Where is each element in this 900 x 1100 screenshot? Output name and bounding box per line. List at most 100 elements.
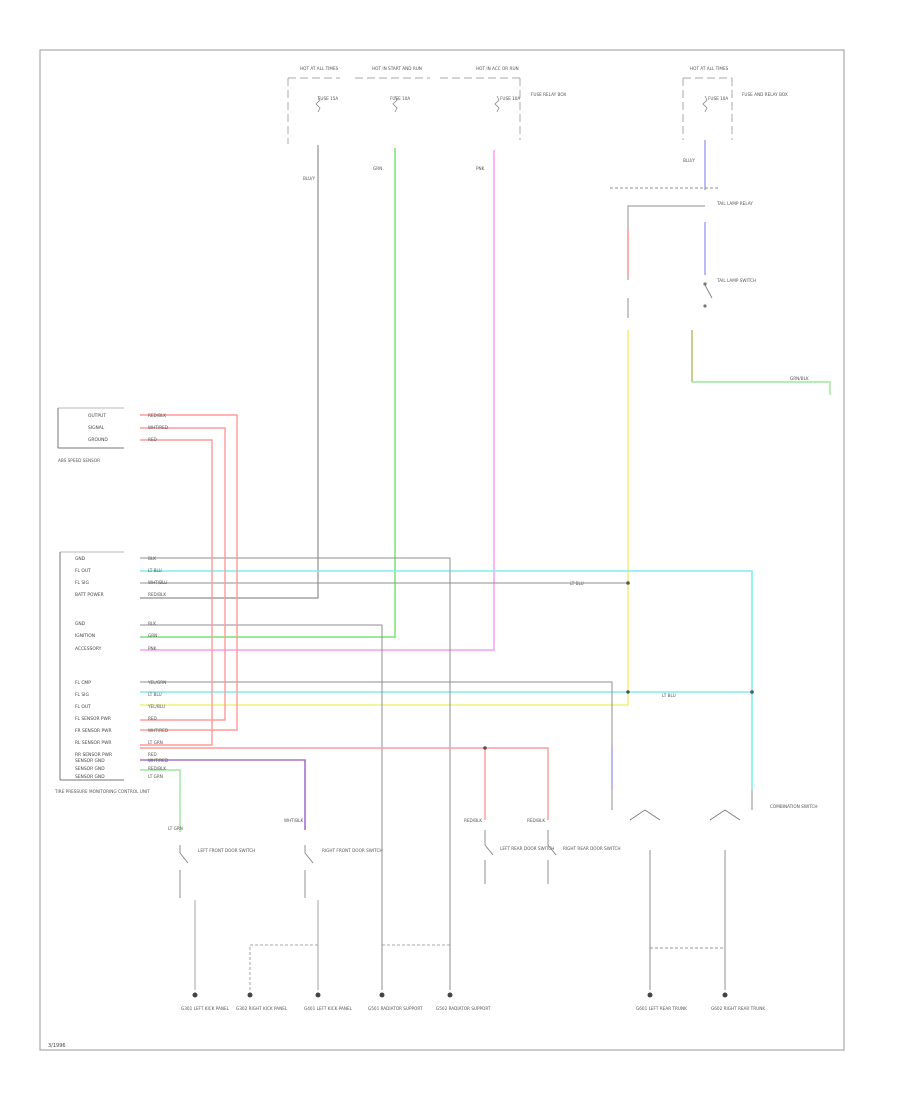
svg-text:RIGHT FRONT DOOR SWITCH: RIGHT FRONT DOOR SWITCH	[322, 848, 383, 853]
control-unit-pin: FL CMP	[75, 680, 91, 686]
wire-grey-fuse1	[140, 145, 319, 599]
control-unit-wire-code: GRN	[148, 633, 157, 638]
tail-relay-label: TAIL LAMP RELAY	[716, 201, 753, 206]
ground-dot	[247, 992, 253, 998]
control-unit-pin: FL SIG	[75, 580, 89, 586]
fuse-2-rating: FUSE 10A	[390, 96, 410, 101]
control-unit-wire-code: WHT/RED	[148, 758, 168, 763]
control-unit-wire-code: RED/BLK	[148, 766, 166, 771]
ground-label: G401 LEFT KICK PANEL	[304, 1006, 353, 1011]
ground-label: G301 LEFT KICK PANEL	[181, 1006, 230, 1011]
control-unit-pin: FR SENSOR PWR	[75, 728, 112, 734]
control-unit-pin: FL OUT	[75, 704, 91, 710]
ground-dot	[379, 992, 385, 998]
ground-label: G302 RIGHT KICK PANEL	[236, 1006, 288, 1011]
ground-dot	[722, 992, 728, 998]
fuse-4-note: FUSE AND RELAY BOX	[742, 92, 788, 97]
control-unit-pin: FL OUT	[75, 568, 91, 574]
sensor-caption: ABS SPEED SENSOR	[58, 458, 100, 463]
control-unit-wire-code: LT BLU	[148, 692, 162, 697]
top-fuse-4: HOT AT ALL TIMES FUSE 10A FUSE AND RELAY…	[682, 66, 788, 163]
wire-red-door	[140, 747, 549, 820]
wire-olive-tail	[691, 330, 831, 395]
svg-text:RIGHT REAR DOOR SWITCH: RIGHT REAR DOOR SWITCH	[563, 846, 621, 851]
abs-sensor-block: OUTPUT SIGNAL GROUND RED/BLK WHT/RED RED…	[57, 407, 168, 463]
svg-text:RED/BLK: RED/BLK	[527, 818, 545, 823]
control-unit-pin: BATT POWER	[75, 592, 104, 598]
control-unit-pin: SENSOR GND	[75, 766, 105, 772]
control-unit-pin: SENSOR GND	[75, 774, 105, 780]
door-switch-left-rear: LEFT REAR DOOR SWITCH RED/BLK	[464, 818, 554, 884]
ground-wires	[194, 900, 450, 990]
fuse-1-header: HOT AT ALL TIMES	[300, 66, 339, 71]
ground-labels: G301 LEFT KICK PANEL G302 RIGHT KICK PANE…	[181, 1006, 765, 1011]
top-fuse-3: HOT IN ACC OR RUN FUSE 10A FUSE RELAY BO…	[440, 66, 566, 171]
wire-grey-grounds	[140, 557, 613, 990]
svg-text:LEFT REAR DOOR SWITCH: LEFT REAR DOOR SWITCH	[500, 846, 554, 851]
wire-red-sensor	[140, 414, 238, 746]
sensor-pin-0: OUTPUT	[88, 413, 106, 419]
control-unit-pin: GND	[75, 556, 86, 562]
control-unit: TIRE PRESSURE MONITORING CONTROL UNIT GN…	[54, 551, 168, 794]
fuse-symbols	[315, 95, 708, 113]
fuse-1-wire-code: BLU/Y	[303, 176, 315, 181]
control-unit-pin: ACCESSORY	[75, 646, 102, 652]
control-unit-wire-code: PNK	[148, 646, 157, 651]
control-unit-pin: FL SIG	[75, 692, 89, 698]
fuse-3-header: HOT IN ACC OR RUN	[476, 66, 519, 71]
ground-label: G601 LEFT REAR TRUNK	[636, 1006, 687, 1011]
wire-pink-accessory	[140, 150, 495, 651]
control-unit-wire-code: RED	[148, 716, 157, 721]
control-unit-wire-code: BLK	[148, 621, 156, 626]
wire-yellow-tail	[140, 330, 629, 706]
fuse-2-wire-code: GRN	[373, 166, 382, 171]
wire-green-ignition	[140, 148, 396, 638]
control-unit-pin: IGNITION	[75, 633, 95, 639]
sensor-pin-2: GROUND	[88, 437, 108, 443]
svg-text:LEFT FRONT DOOR SWITCH: LEFT FRONT DOOR SWITCH	[198, 848, 255, 853]
ground-dot	[447, 992, 453, 998]
control-unit-wire-code: WHT/RED	[148, 728, 168, 733]
fuse-3-rating: FUSE 10A	[500, 96, 520, 101]
control-unit-wire-code: LT GRN	[148, 740, 163, 745]
control-unit-pin: SENSOR GND	[75, 758, 105, 764]
svg-text:WHT/BLK: WHT/BLK	[284, 818, 303, 823]
wire-grey-relay	[610, 187, 720, 280]
svg-text:RED/BLK: RED/BLK	[464, 818, 482, 823]
control-unit-pin: RL SENSOR PWR	[75, 740, 111, 746]
door-switch-right-front: RIGHT FRONT DOOR SWITCH WHT/BLK	[284, 818, 383, 898]
ground-label: G502 RADIATOR SUPPORT	[436, 1006, 491, 1011]
control-unit-wire-code: YEL/GRN	[147, 680, 166, 685]
footer-label: 3/1996	[48, 1043, 66, 1049]
wire-purple	[140, 759, 306, 830]
control-unit-wire-code: LT GRN	[148, 774, 163, 779]
door-switch-left-front: LEFT FRONT DOOR SWITCH LT GRN	[168, 826, 255, 898]
ground-dot	[315, 992, 321, 998]
tail-switch-label: TAIL LAMP SWITCH	[716, 278, 756, 283]
tail-lamp-switch-symbol	[627, 282, 713, 318]
control-unit-wire-code: RED/BLK	[148, 592, 166, 597]
ground-label: G602 RIGHT REAR TRUNK	[711, 1006, 765, 1011]
sensor-pin-1: SIGNAL	[88, 425, 105, 431]
ground-dot	[647, 992, 653, 998]
mid-wire-label-2: LT BLU	[662, 693, 676, 698]
fuse-3-wire-code: PNK	[476, 166, 485, 171]
fuse-2-header: HOT IN START AND RUN	[372, 66, 422, 71]
fuse-4-wire-code: BLU/Y	[683, 158, 695, 163]
fuse-4-rating: FUSE 10A	[708, 96, 728, 101]
combo-switch-label: COMBINATION SWITCH	[770, 804, 818, 809]
door-switch-right-rear: RIGHT REAR DOOR SWITCH RED/BLK	[527, 818, 621, 884]
control-unit-wire-code: LT BLU	[148, 568, 162, 573]
control-unit-wire-code: RED	[148, 752, 157, 757]
right-wire-label: GRN/BLK	[790, 376, 809, 381]
svg-text:LT GRN: LT GRN	[168, 826, 183, 831]
ground-dot	[192, 992, 198, 998]
wire-cyan	[140, 570, 753, 790]
sensor-wire-0: RED/BLK	[148, 413, 166, 418]
fuse-4-header: HOT AT ALL TIMES	[690, 66, 729, 71]
control-unit-pin: RR SENSOR PWR	[75, 752, 112, 758]
control-unit-wire-code: WHT/BLU	[148, 580, 167, 585]
top-fuse-1: HOT AT ALL TIMES FUSE 15A BLU/Y	[287, 66, 340, 181]
wire-light-green	[140, 769, 181, 832]
